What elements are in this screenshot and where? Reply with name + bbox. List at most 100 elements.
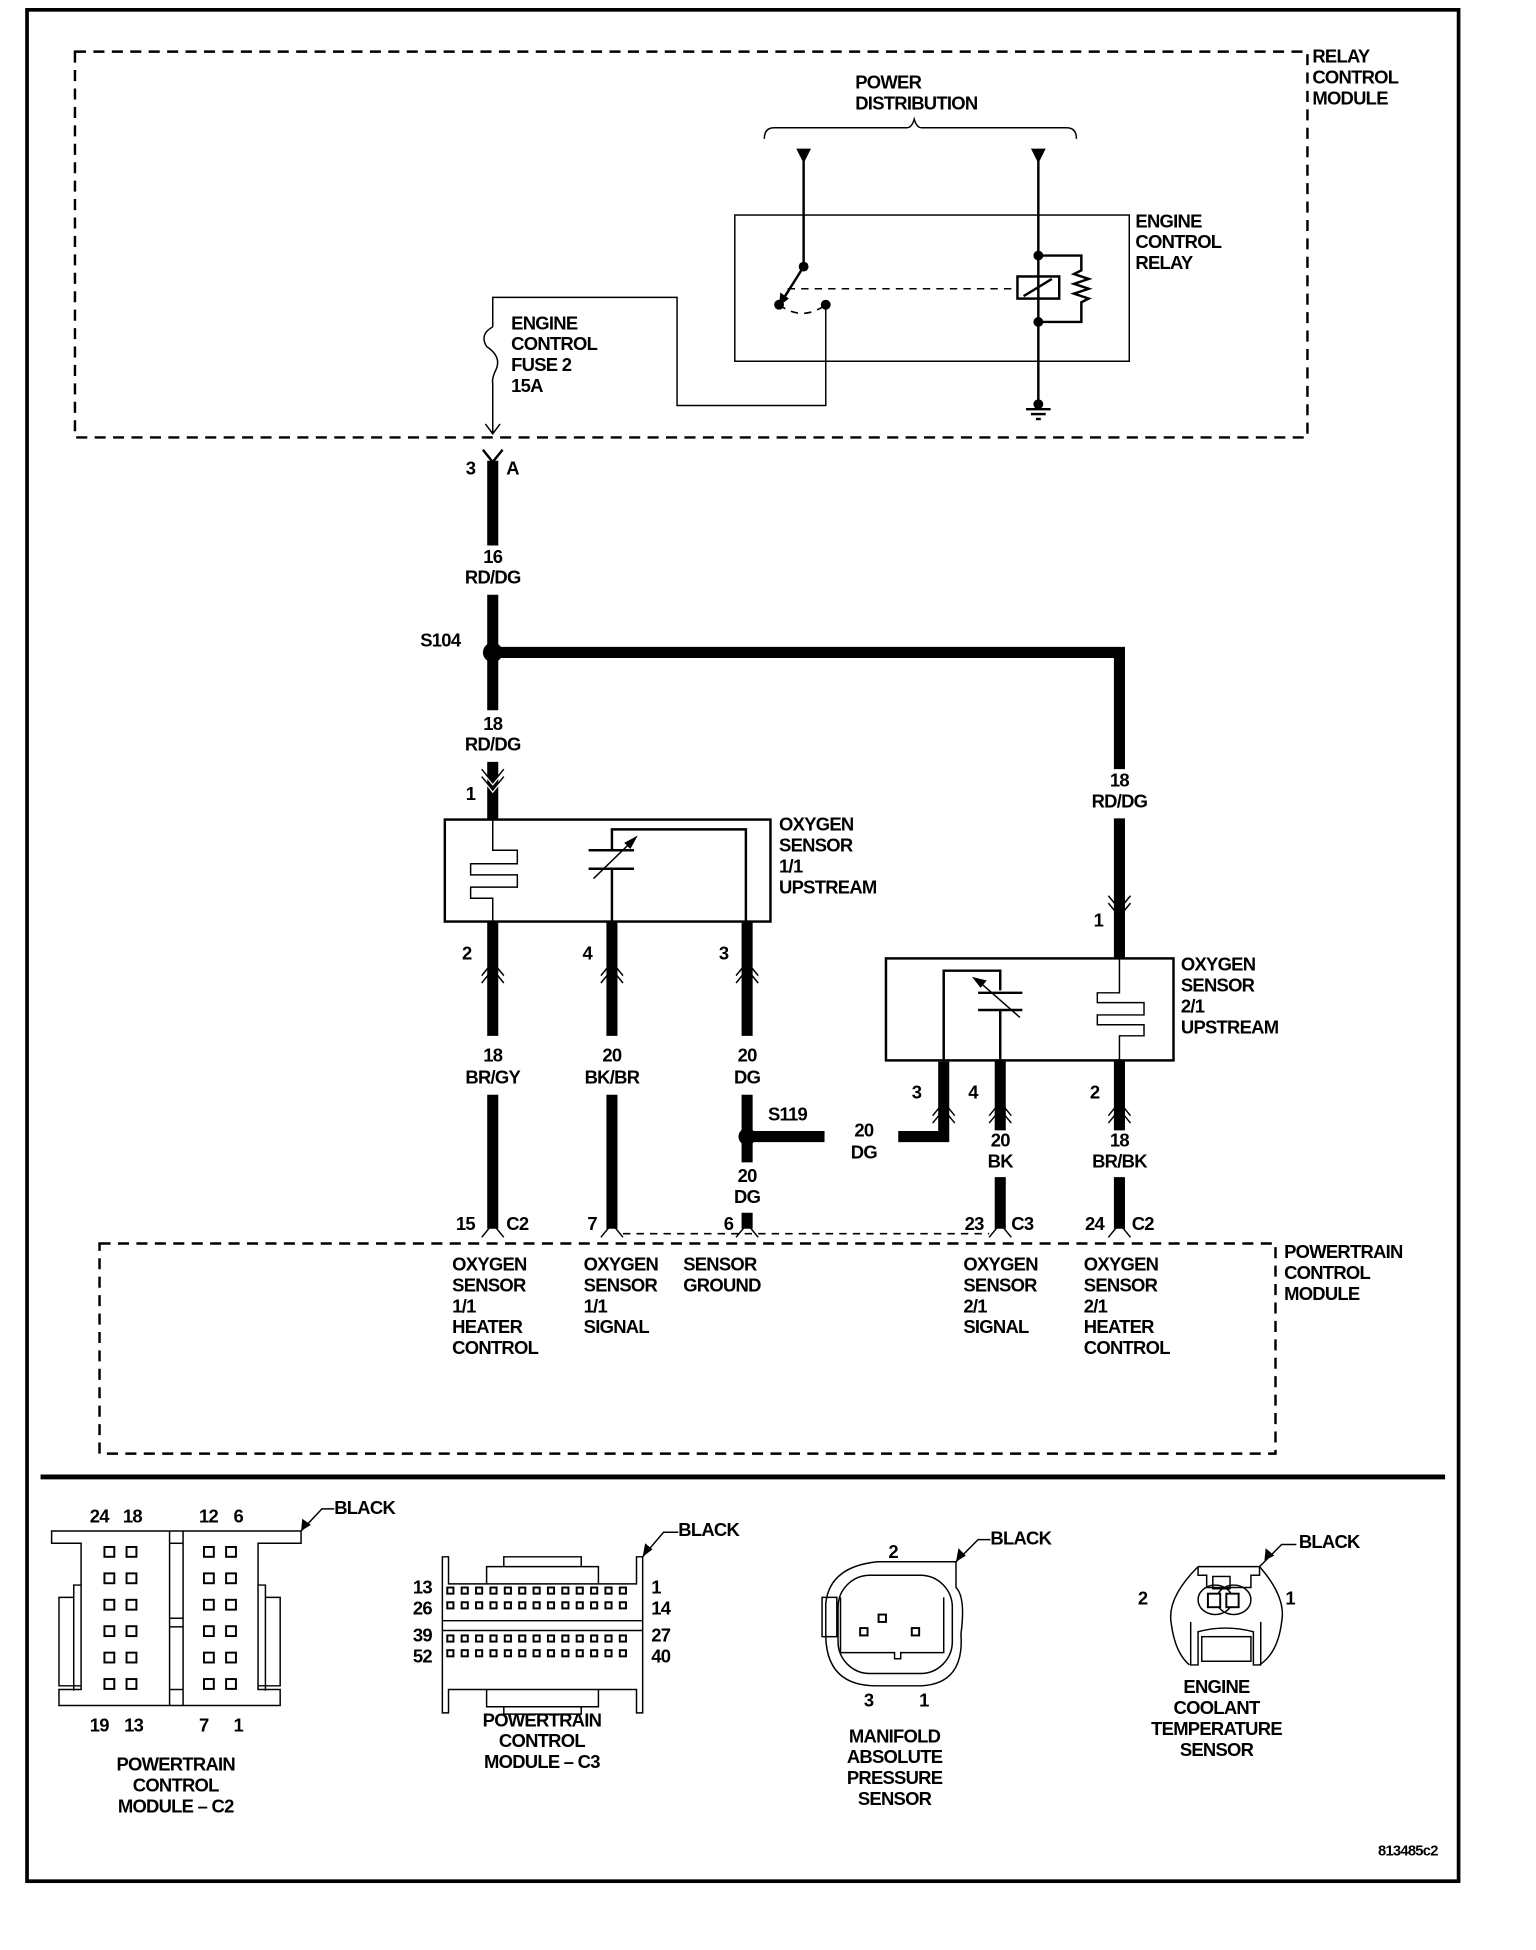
power-feed-arrow-1 (796, 148, 812, 164)
c2-pin-grid (103, 1545, 237, 1690)
connector-cavity (125, 1625, 138, 1638)
connector-cavity (475, 1586, 484, 1595)
wire-to-o2-21 (492, 646, 1125, 770)
sensor-element-icon (942, 969, 1002, 1061)
connector-cavity (503, 1586, 512, 1595)
connector-cavity (225, 1572, 237, 1585)
connector-cavity (103, 1678, 116, 1690)
svg-text:18: 18 (1110, 1129, 1130, 1150)
svg-text:DG: DG (734, 1186, 761, 1207)
svg-text:39: 39 (413, 1625, 433, 1646)
connector-cavity (125, 1678, 138, 1690)
power-feed-arrow-2 (1030, 148, 1046, 164)
connector-cavity (518, 1649, 527, 1658)
svg-text:18: 18 (483, 1045, 503, 1066)
svg-text:A: A (506, 457, 519, 478)
relay-control-module-boundary (73, 50, 1309, 439)
connector-cavity (125, 1572, 138, 1585)
connector-cavity (489, 1649, 498, 1658)
connector-cavity (604, 1649, 613, 1658)
svg-text:C3: C3 (1011, 1213, 1034, 1234)
connector-cavity (604, 1586, 613, 1595)
svg-text:3: 3 (466, 457, 476, 478)
connector-cavity (125, 1545, 138, 1558)
o2-2-1-harness: 3 4 2 20 BK 18 BR/BK (912, 1060, 1149, 1229)
svg-text:BLACK: BLACK (1299, 1531, 1361, 1552)
svg-text:1: 1 (466, 783, 476, 804)
connector-cavity (575, 1601, 584, 1610)
connector-cavity (460, 1586, 469, 1595)
connector-cavity (590, 1649, 599, 1658)
svg-text:18: 18 (1110, 769, 1130, 790)
connector-cavity (225, 1598, 237, 1611)
svg-text:13: 13 (124, 1714, 144, 1735)
svg-text:19: 19 (90, 1714, 110, 1735)
connector-cavity (590, 1634, 599, 1643)
svg-text:1: 1 (1285, 1588, 1295, 1609)
connector-cavity (225, 1545, 237, 1558)
connector-cavity (202, 1625, 215, 1638)
connector-cavity (475, 1649, 484, 1658)
svg-text:RD/DG: RD/DG (1092, 790, 1148, 811)
svg-text:12: 12 (199, 1505, 219, 1526)
connector-cavity (561, 1586, 570, 1595)
connector-cavity (503, 1601, 512, 1610)
connector-cavity (446, 1586, 455, 1595)
svg-text:1: 1 (233, 1714, 243, 1735)
connector-cavity (475, 1634, 484, 1643)
svg-text:BLACK: BLACK (990, 1528, 1052, 1549)
connector-cavity (618, 1634, 627, 1643)
connector-cavity (103, 1625, 116, 1638)
svg-text:BLACK: BLACK (678, 1519, 740, 1540)
connector-cavity (532, 1601, 541, 1610)
svg-text:3: 3 (864, 1690, 874, 1711)
svg-text:BK/BR: BK/BR (585, 1067, 640, 1088)
svg-text:DG: DG (851, 1142, 878, 1163)
connector-cavity (202, 1598, 215, 1611)
connector-cavity (546, 1586, 556, 1595)
svg-text:6: 6 (233, 1505, 243, 1526)
svg-text:23: 23 (965, 1213, 985, 1234)
svg-text:13: 13 (413, 1577, 433, 1598)
fuse-icon (483, 326, 499, 433)
svg-text:20: 20 (854, 1120, 874, 1141)
o2-1-1-harness: 2 4 3 18 BR/GY 20 BK/BR 20 DG (462, 921, 761, 1229)
connector-cavity (489, 1634, 498, 1643)
connector-cavity (225, 1651, 237, 1664)
power-distribution-bracket (763, 116, 1078, 139)
svg-text:1: 1 (919, 1690, 929, 1711)
connector-cavity (532, 1634, 541, 1643)
svg-text:14: 14 (651, 1598, 672, 1619)
connector-cavity (503, 1634, 512, 1643)
svg-text:C2: C2 (1132, 1213, 1155, 1234)
svg-text:C2: C2 (506, 1213, 529, 1234)
connector-cavity (202, 1572, 215, 1585)
connector-cavity (202, 1651, 215, 1664)
connector-cavity (575, 1649, 584, 1658)
connector-cavity (590, 1586, 599, 1595)
sensor-element-icon (610, 828, 748, 922)
connector-cavity (546, 1634, 556, 1643)
connector-cavity (103, 1598, 116, 1611)
connector-cavity (503, 1649, 512, 1658)
connector-cavity (561, 1601, 570, 1610)
svg-text:18: 18 (483, 713, 503, 734)
connector-cavity (618, 1586, 627, 1595)
connector-cavity (546, 1649, 556, 1658)
connector-cavity (103, 1572, 116, 1585)
connector-cavity (103, 1651, 116, 1664)
